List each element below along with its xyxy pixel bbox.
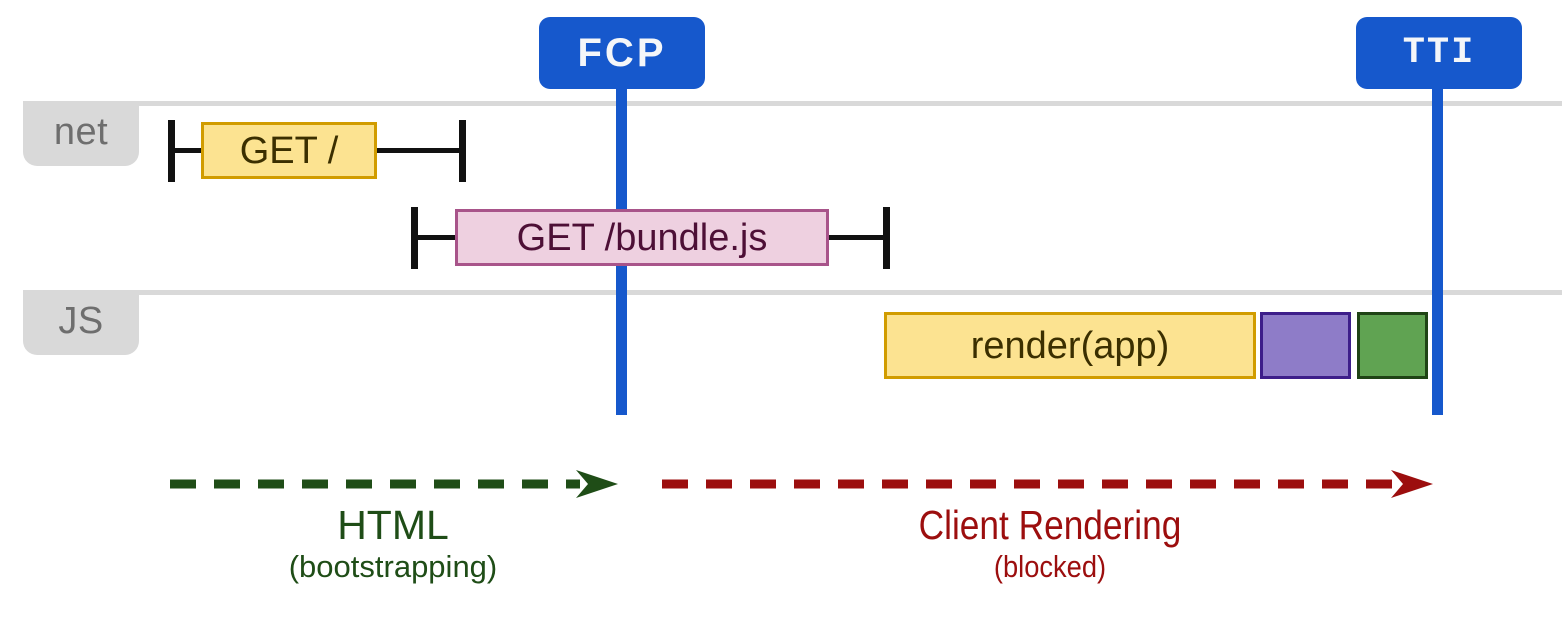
- bar-render-app-label: render(app): [970, 324, 1170, 367]
- bar-task-green[interactable]: [1357, 312, 1428, 379]
- marker-tti-line: [1432, 85, 1443, 415]
- bar-get-bundle[interactable]: GET /bundle.js: [455, 209, 829, 266]
- phase-html-text: HTML (bootstrapping): [108, 504, 678, 583]
- lane-separator-js: [23, 290, 1562, 295]
- lane-label-js-text: JS: [58, 300, 104, 342]
- lane-label-net-text: net: [53, 111, 109, 153]
- lane-label-js: JS: [23, 290, 139, 355]
- lane-label-net: net: [23, 101, 139, 166]
- phase-html-title: HTML: [337, 502, 449, 548]
- whisker-cap-right-get-bundle: [883, 207, 890, 269]
- bar-get-root-label: GET /: [239, 129, 339, 172]
- phase-client-rendering-title: Client Rendering: [918, 502, 1182, 548]
- bar-task-purple[interactable]: [1260, 312, 1351, 379]
- phase-html-subtitle: (bootstrapping): [288, 548, 498, 584]
- marker-fcp-label: FCP: [577, 31, 667, 75]
- marker-fcp-badge: FCP: [539, 17, 705, 89]
- phase-client-rendering-text: Client Rendering (blocked): [755, 504, 1345, 583]
- marker-tti-badge: TTI: [1356, 17, 1522, 89]
- phase-client-rendering-subtitle: (blocked): [993, 548, 1107, 584]
- phase-html-arrow: [170, 470, 618, 498]
- bar-get-bundle-label: GET /bundle.js: [516, 216, 768, 259]
- whisker-cap-right-get-root: [459, 120, 466, 182]
- phase-html: HTML (bootstrapping): [168, 468, 620, 582]
- marker-tti-label: TTI: [1402, 31, 1476, 74]
- lane-separator-net: [23, 101, 1562, 106]
- phase-client-rendering: Client Rendering (blocked): [660, 468, 1435, 582]
- bar-render-app[interactable]: render(app): [884, 312, 1256, 379]
- phase-client-rendering-arrow: [662, 470, 1433, 498]
- bar-get-root[interactable]: GET /: [201, 122, 377, 179]
